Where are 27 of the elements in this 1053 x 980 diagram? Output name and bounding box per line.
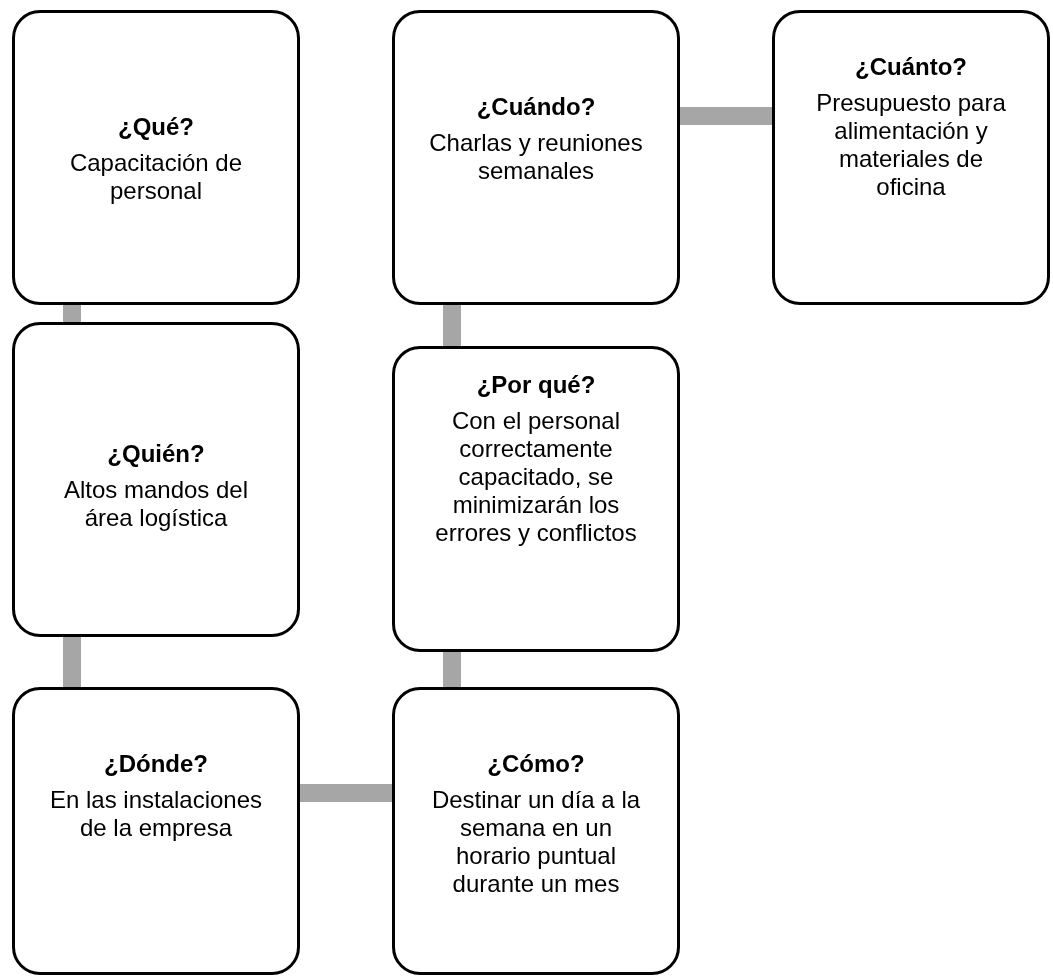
connector-line (443, 305, 461, 346)
connector-line (443, 652, 461, 687)
process-box (12, 10, 300, 305)
box-heading: ¿Por qué? (476, 371, 596, 399)
box-heading: ¿Quién? (107, 440, 205, 468)
box-heading: ¿Dónde? (104, 750, 208, 778)
process-box (12, 322, 300, 637)
box-text: Presupuesto para alimentación y materiales de oficina (815, 89, 1007, 201)
box-text: Charlas y reuniones semanales (428, 129, 644, 185)
process-box (392, 10, 680, 305)
connector-line (680, 107, 772, 125)
box-text: Capacitación de personal (68, 149, 244, 205)
box-heading: ¿Cómo? (487, 750, 585, 778)
box-text: Con el personal correctamente capacitado, se minimizarán los errores y conflictos (434, 407, 638, 547)
box-heading: ¿Cuánto? (855, 53, 967, 81)
connector-line (63, 305, 81, 322)
box-text: En las instalaciones de la empresa (48, 786, 264, 842)
box-text: Altos mandos del área logística (62, 476, 250, 532)
process-box (392, 687, 680, 975)
connector-line (63, 637, 81, 687)
box-heading: ¿Qué? (118, 113, 194, 141)
process-box (772, 10, 1050, 305)
process-box (392, 346, 680, 652)
box-heading: ¿Cuándo? (476, 93, 596, 121)
process-box (12, 687, 300, 975)
connector-line (300, 784, 392, 802)
box-text: Destinar un día a la semana en un horario puntual durante un mes (430, 786, 642, 898)
